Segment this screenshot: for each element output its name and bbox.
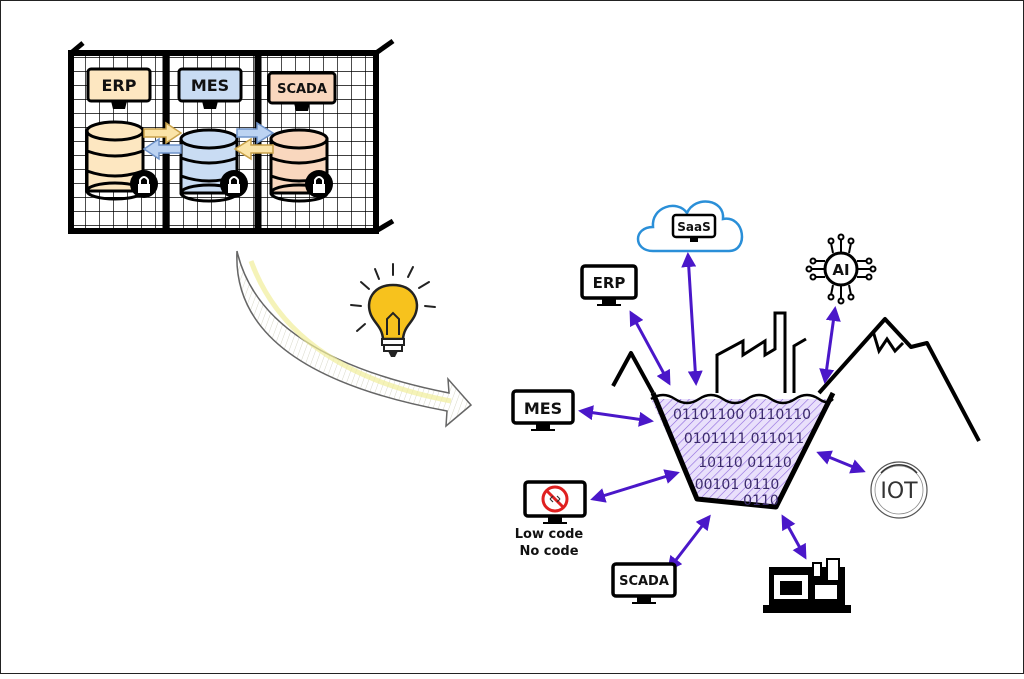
binary-line: 01101100 0110110 <box>673 407 811 423</box>
lake-walls <box>650 391 836 510</box>
arrow-right-icon <box>143 121 183 145</box>
connector-ai <box>819 306 841 384</box>
scada-label: SCADA <box>277 82 327 97</box>
nocode-label: No code <box>519 544 578 559</box>
lock-icon <box>220 170 248 198</box>
silo-mes: MES <box>177 67 248 203</box>
monitor-stand <box>111 101 127 109</box>
scada-node-label: SCADA <box>619 574 669 589</box>
connector-scada <box>667 514 711 572</box>
connectors <box>578 252 866 572</box>
silo-scada: SCADA <box>267 71 337 203</box>
cage-frame <box>68 50 379 234</box>
mes-label: MES <box>191 76 229 95</box>
ai-label: AI <box>832 261 849 279</box>
lowcode-node: Low code No code <box>515 480 587 559</box>
lock-icon <box>130 170 158 198</box>
erp-label: ERP <box>102 76 137 95</box>
binary-line: 00101 0110 <box>695 477 780 493</box>
saas-label: SaaS <box>677 220 710 234</box>
lightbulb-icon <box>350 263 436 357</box>
connector-iot <box>816 450 866 474</box>
scada-node: SCADA <box>611 562 677 604</box>
curved-arrow-icon <box>236 250 473 428</box>
iot-icon <box>870 461 928 519</box>
cnc-machine-icon <box>763 558 851 613</box>
legacy-silos: ERP MES <box>68 38 395 234</box>
ai-brain-icon <box>805 233 877 305</box>
lowcode-label: Low code <box>515 527 584 542</box>
iot-label: IOT <box>880 479 918 504</box>
ai-node: AI <box>805 233 877 305</box>
mes-node-label: MES <box>524 399 562 418</box>
binary-line: 0110 <box>743 493 779 509</box>
connector-mes <box>578 405 654 427</box>
db-top <box>85 120 145 142</box>
connector-cnc <box>781 514 807 560</box>
monitor-stand <box>294 103 310 111</box>
data-lake: 01101100 0110110 0101111 011011 10110 01… <box>611 311 981 510</box>
erp-node-label: ERP <box>593 274 626 292</box>
exchange-arrows <box>142 121 275 161</box>
lock-icon <box>305 170 333 198</box>
connector-lowcode <box>590 469 680 503</box>
lake-surface <box>650 393 834 405</box>
binary-data: 01101100 0110110 0101111 011011 10110 01… <box>673 407 811 509</box>
monitor-stand <box>202 101 218 109</box>
snow-cap <box>871 330 905 355</box>
database-icon <box>269 128 329 203</box>
erp-node: ERP <box>580 264 638 306</box>
cage-edge <box>69 38 395 234</box>
binary-line: 0101111 011011 <box>684 431 804 447</box>
transition-arrow <box>236 250 473 428</box>
arrow-left-icon <box>233 137 274 161</box>
arrow-left-icon <box>142 137 182 161</box>
binary-line: 10110 01110 <box>698 455 792 471</box>
arrow-right-icon <box>236 121 275 145</box>
factory-icon <box>715 311 787 393</box>
iot-node: IOT <box>870 461 928 519</box>
mes-node: MES <box>511 389 575 431</box>
connector-saas <box>681 252 703 386</box>
silo-erp: ERP <box>85 67 158 201</box>
connector-erp <box>629 310 671 386</box>
mountain-left <box>611 351 655 394</box>
database-icon <box>85 120 145 201</box>
mountain-right <box>817 317 981 442</box>
saas-node: SaaS <box>636 200 744 253</box>
